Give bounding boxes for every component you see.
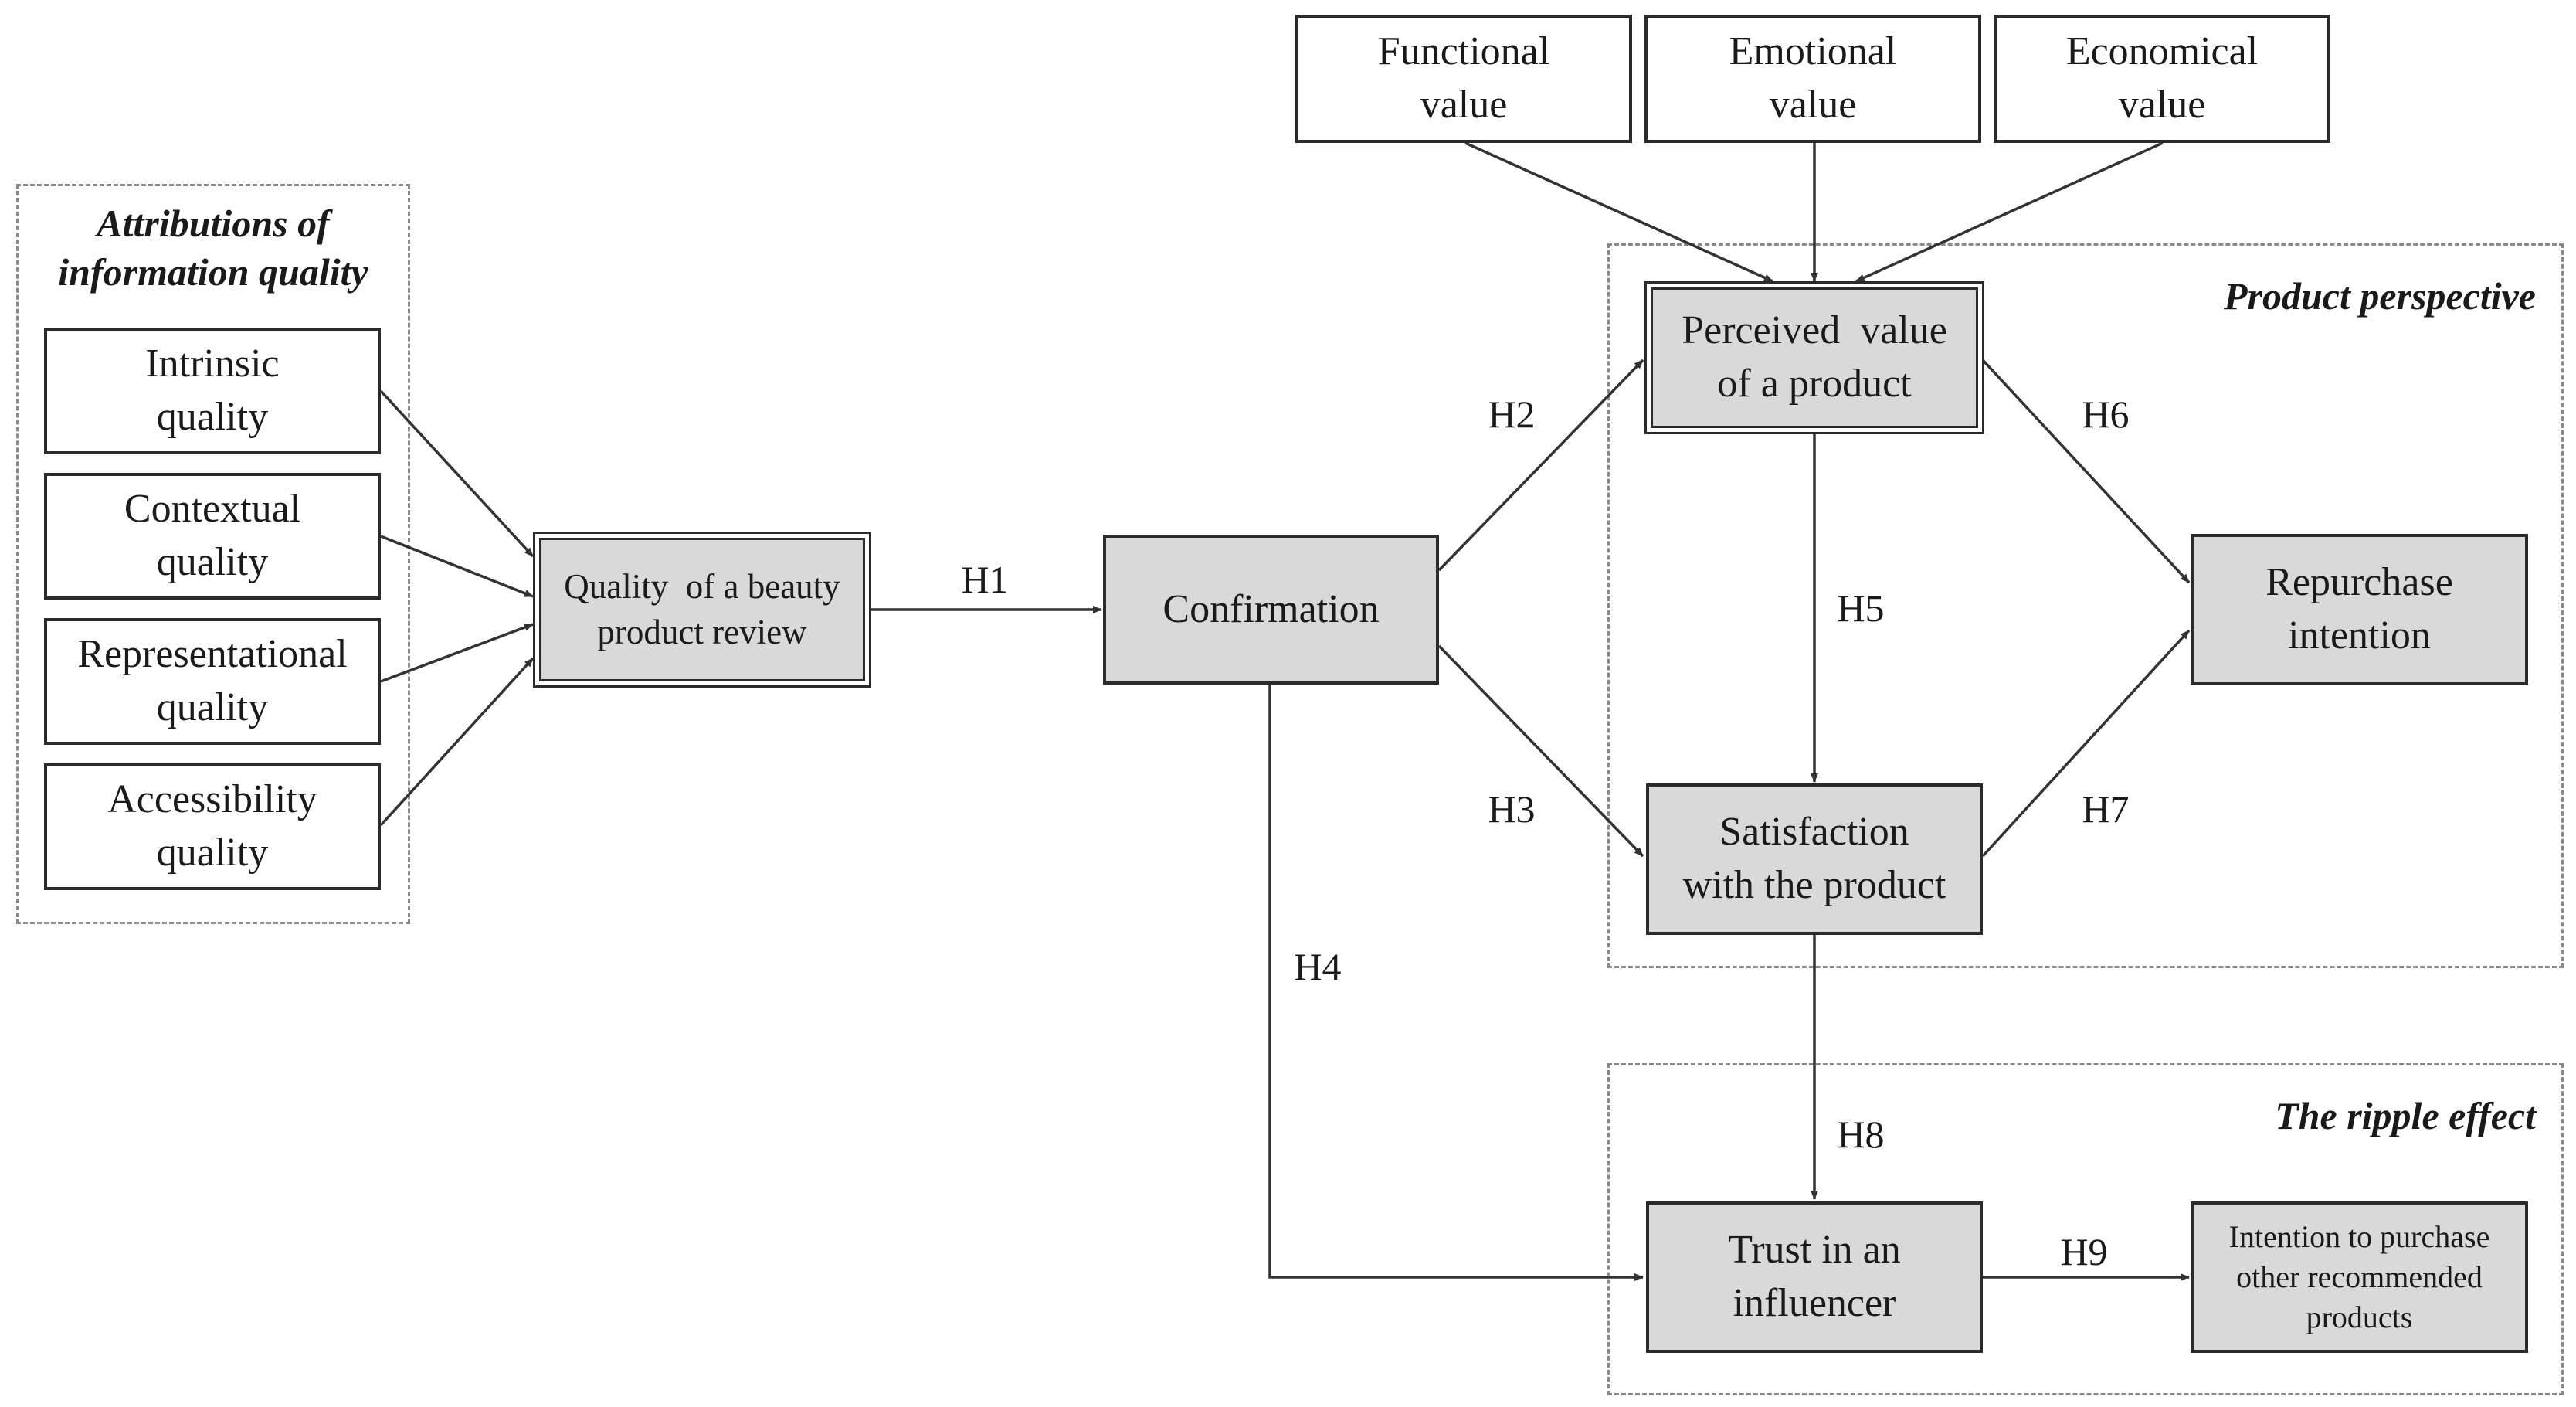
arrow-economical-to-perceived — [1855, 141, 2164, 283]
economical-value-node: Economical value — [1994, 15, 2330, 143]
arrow-functional-to-perceived — [1464, 141, 1773, 283]
perceived-value-node: Perceived value of a product — [1644, 281, 1984, 434]
confirmation-label: Confirmation — [1162, 586, 1380, 631]
satisfaction-label: Satisfaction with the product — [1682, 810, 1946, 907]
contextual-quality-node: Contextual quality — [44, 473, 381, 600]
product-perspective-frame — [1607, 243, 2564, 968]
intention-other-products-label: Intention to purchase other recommended … — [2228, 1219, 2490, 1334]
arrow-h4 — [1268, 685, 1644, 1281]
emotional-value-node: Emotional value — [1644, 15, 1981, 143]
arrow-representational-to-review — [380, 623, 534, 683]
satisfaction-node: Satisfaction with the product — [1646, 783, 1983, 935]
review-quality-node: Quality of a beauty product review — [533, 532, 871, 688]
hypothesis-label-h1: H1 — [961, 558, 1009, 601]
arrow-contextual-to-review — [380, 535, 534, 598]
hypothesis-label-h6: H6 — [2082, 393, 2130, 436]
trust-influencer-node: Trust in an influencer — [1646, 1201, 1983, 1353]
hypothesis-label-h5: H5 — [1837, 586, 1885, 630]
hypothesis-label-h4: H4 — [1294, 945, 1342, 988]
representational-quality-label: Representational quality — [77, 632, 348, 729]
attributions-group-frame — [16, 184, 410, 924]
arrow-h7 — [1981, 629, 2191, 858]
trust-influencer-label: Trust in an influencer — [1728, 1228, 1901, 1325]
arrow-h2 — [1437, 359, 1644, 572]
arrow-h6 — [1981, 359, 2191, 584]
hypothesis-label-h3: H3 — [1488, 787, 1536, 831]
functional-value-node: Functional value — [1295, 15, 1632, 143]
ripple-effect-title: The ripple effect — [2275, 1094, 2536, 1137]
hypothesis-label-h8: H8 — [1837, 1113, 1885, 1156]
intention-other-products-node: Intention to purchase other recommended … — [2191, 1201, 2528, 1353]
repurchase-intention-node: Repurchase intention — [2191, 534, 2528, 685]
product-perspective-title: Product perspective — [2223, 274, 2536, 318]
functional-value-label: Functional value — [1377, 29, 1550, 127]
hypothesis-label-h7: H7 — [2082, 787, 2130, 831]
intrinsic-quality-node: Intrinsic quality — [44, 328, 381, 454]
attributions-group-title: Attributions of information quality — [58, 202, 368, 294]
hypothesis-label-h2: H2 — [1488, 393, 1536, 436]
repurchase-intention-label: Repurchase intention — [2265, 560, 2453, 658]
contextual-quality-label: Contextual quality — [124, 487, 301, 584]
emotional-value-label: Emotional value — [1729, 29, 1897, 127]
perceived-value-label: Perceived value of a product — [1682, 308, 1947, 406]
review-quality-label: Quality of a beauty product review — [564, 566, 840, 651]
economical-value-label: Economical value — [2065, 29, 2259, 127]
hypothesis-label-h9: H9 — [2060, 1230, 2108, 1273]
representational-quality-node: Representational quality — [44, 618, 381, 745]
confirmation-node: Confirmation — [1103, 535, 1439, 685]
accessibility-quality-label: Accessibility quality — [107, 777, 317, 875]
arrow-accessibility-to-review — [379, 657, 535, 827]
arrow-h3 — [1437, 644, 1644, 858]
arrow-intrinsic-to-review — [379, 389, 535, 558]
accessibility-quality-node: Accessibility quality — [44, 763, 381, 890]
ripple-effect-frame — [1607, 1063, 2564, 1395]
intrinsic-quality-label: Intrinsic quality — [145, 342, 280, 439]
